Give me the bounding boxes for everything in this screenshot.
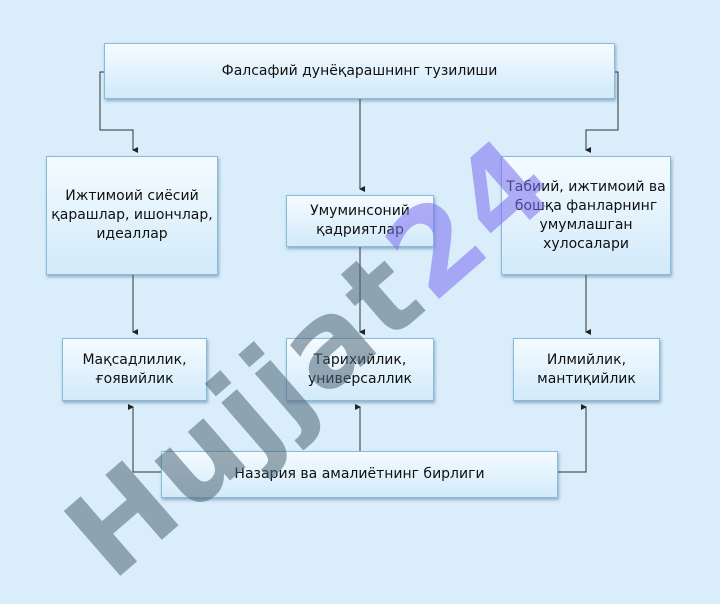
connector-right-top — [585, 71, 619, 153]
title-box: Фалсафий дунёқарашнинг тузилиши — [104, 43, 615, 99]
historicity-box: Тарихийлик, универсаллик — [286, 338, 434, 401]
connector-right-bottom — [558, 404, 587, 473]
social-views-box: Ижтимоий сиёсий қарашлар, ишончлар, идеа… — [46, 156, 218, 275]
science-conclusions-box: Табиий, ижтимоий ва бошқа фанларнинг уму… — [501, 156, 671, 275]
universal-values-box: Умуминсоний қадриятлар — [286, 195, 434, 247]
theory-practice-box: Назария ва амалиётнинг бирлиги — [161, 451, 558, 498]
connector-left-top — [99, 71, 138, 153]
connector-left-bottom — [128, 404, 161, 473]
scientific-box: Илмийлик, мантиқийлик — [513, 338, 660, 401]
connector-lines — [99, 71, 619, 473]
purposefulness-box: Мақсадлилик, ғоявийлик — [62, 338, 207, 401]
